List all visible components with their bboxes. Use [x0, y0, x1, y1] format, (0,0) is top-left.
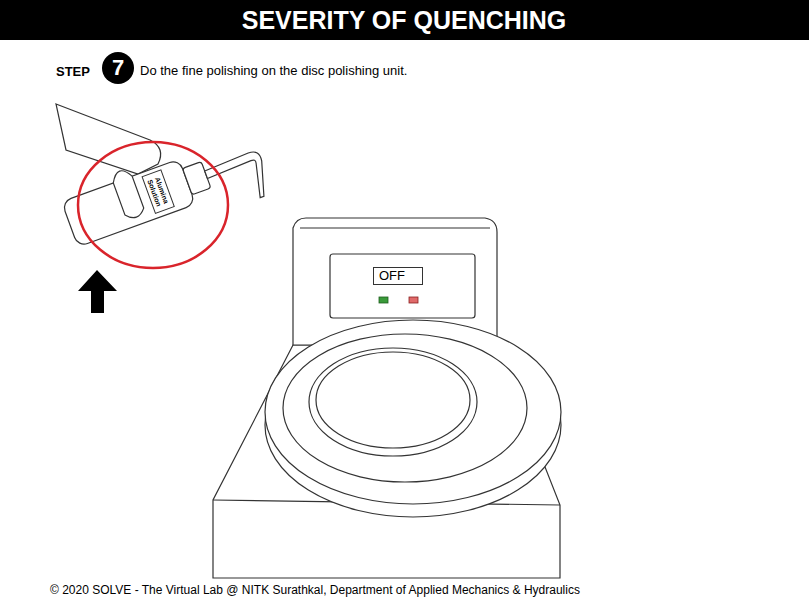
- title-bar: [0, 0, 809, 40]
- disc-outer: [265, 320, 561, 504]
- green-lamp: [379, 297, 388, 303]
- bottle-cap: [182, 162, 210, 195]
- hand: [56, 104, 161, 174]
- head-edge: [300, 227, 490, 228]
- disc-bowl: [309, 348, 477, 456]
- step-number-circle: 7: [102, 52, 134, 84]
- instruction: Do the fine polishing on the disc polish…: [140, 63, 407, 78]
- up-arrow: [78, 270, 117, 313]
- disc-rim: [283, 334, 527, 482]
- copyright-caption: © 2020 SOLVE - The Virtual Lab @ NITK Su…: [50, 583, 580, 597]
- control-panel: [330, 254, 475, 318]
- step-number: 7: [112, 57, 124, 79]
- red-lamp: [409, 297, 418, 303]
- display-text: OFF: [379, 268, 417, 284]
- highlight-circle: [78, 142, 228, 268]
- bottle-body: [62, 159, 196, 247]
- disc-inner: [316, 352, 470, 448]
- title: SEVERITY OF QUENCHING: [242, 6, 567, 35]
- display-box: OFF: [373, 267, 423, 285]
- hand-palm: [56, 104, 161, 174]
- step-word: STEP: [56, 64, 90, 79]
- polishing-machine: [213, 218, 561, 578]
- bottle-nozzle: [204, 150, 274, 213]
